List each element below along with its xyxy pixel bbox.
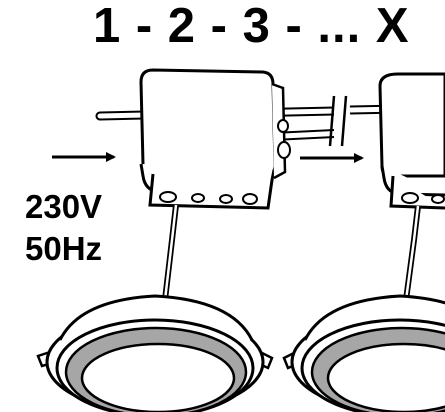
voltage-label: 230V <box>25 188 103 225</box>
sequence-title: 1 - 2 - 3 - ... X <box>93 0 410 53</box>
downlight-2 <box>282 294 445 412</box>
downlight-1 <box>36 294 274 412</box>
frequency-label: 50Hz <box>25 230 103 267</box>
junction-box-1 <box>139 68 291 210</box>
junction-box-2 <box>378 72 445 210</box>
break-symbol-icon <box>328 95 348 148</box>
